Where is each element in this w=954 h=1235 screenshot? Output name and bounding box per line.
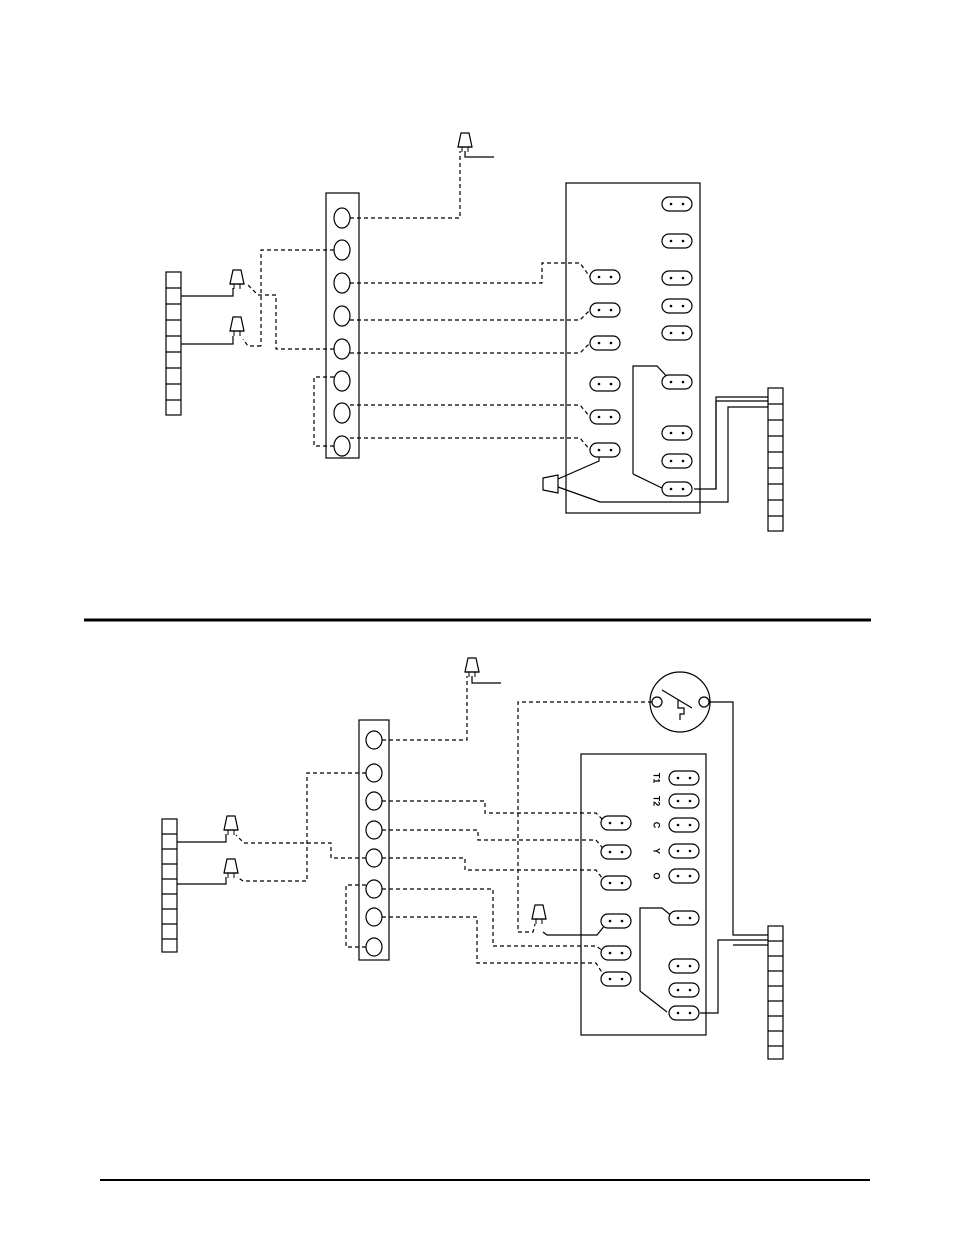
wire-nut-upper-ground	[458, 133, 472, 152]
left-connector-lower	[162, 819, 177, 952]
wire-nut-lower-1	[224, 816, 238, 835]
solid-wire	[181, 336, 233, 344]
solid-wire	[694, 397, 768, 489]
solid-wire	[709, 702, 768, 935]
wire-nut-upper-board	[543, 475, 558, 493]
solid-wire	[465, 151, 494, 157]
wire-nut-lower-board	[532, 905, 546, 924]
wire-nut-lower-ground	[465, 658, 479, 677]
terminal-strip-lower	[359, 720, 389, 960]
solid-wire	[177, 834, 226, 842]
solid-wire	[472, 676, 501, 683]
right-connector-lower	[768, 926, 783, 1059]
solid-wire	[700, 940, 768, 1013]
limit-switch	[650, 672, 710, 732]
board-label-c: C	[652, 822, 662, 829]
wire-nut-upper-1	[230, 270, 244, 289]
wire-nut-lower-2	[224, 859, 238, 878]
left-connector-upper	[166, 272, 181, 415]
board-label-o: O	[652, 872, 662, 879]
board-label-t2: T2	[652, 796, 662, 807]
solid-wire	[177, 877, 226, 884]
right-connector-upper	[768, 388, 783, 531]
board-label-t1: T1	[652, 773, 662, 784]
solid-wire	[181, 288, 233, 296]
dashed-wires-upper	[243, 151, 590, 450]
solid-wire	[716, 401, 768, 489]
wire-nut-upper-2	[230, 317, 244, 336]
board-label-y: Y	[652, 848, 662, 854]
terminal-strip-upper	[326, 193, 359, 458]
